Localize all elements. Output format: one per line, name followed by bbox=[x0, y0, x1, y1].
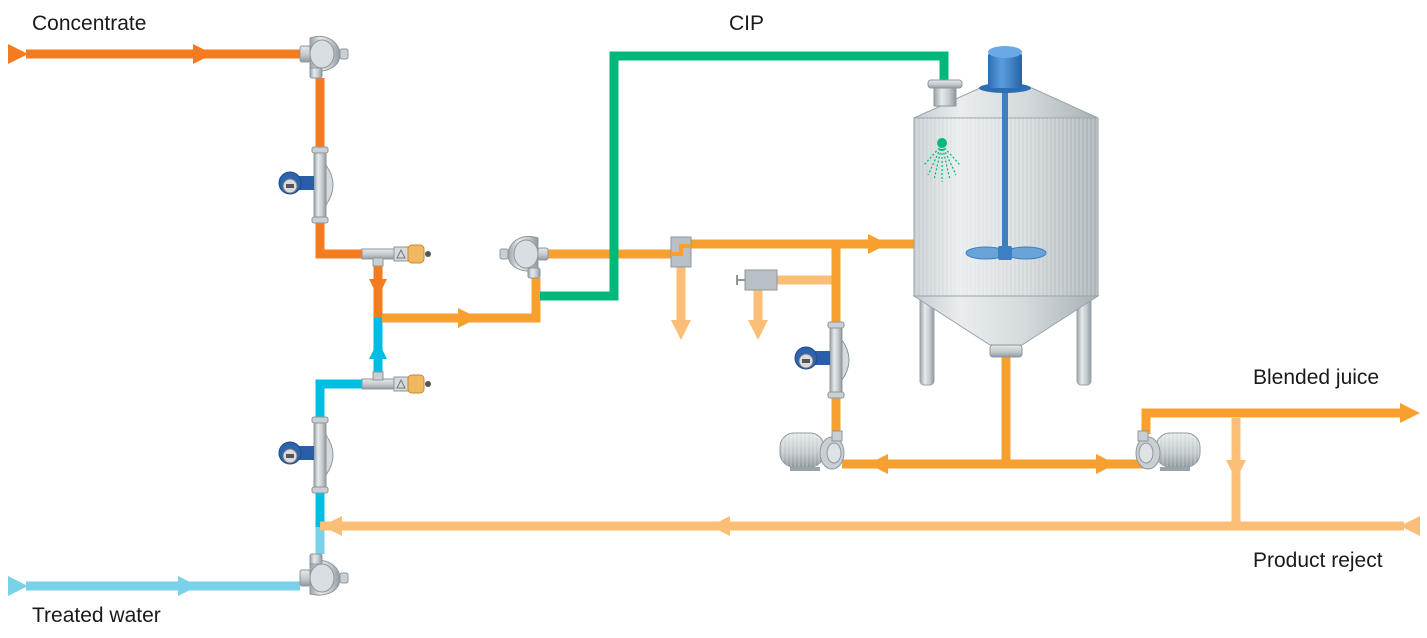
concentrate-down-arrow bbox=[369, 279, 387, 297]
discharge-flow-arrow bbox=[1096, 454, 1116, 474]
label-product-reject: Product reject bbox=[1253, 549, 1383, 572]
analyzer[interactable] bbox=[736, 269, 778, 291]
blend-pump[interactable] bbox=[499, 236, 549, 279]
concentrate-pump[interactable] bbox=[299, 36, 349, 79]
reject-merge-arrow bbox=[322, 516, 342, 536]
cip-pipe bbox=[540, 51, 949, 301]
water-up-arrow bbox=[369, 341, 387, 359]
label-treated-water: Treated water bbox=[32, 604, 161, 627]
arrows-layer bbox=[8, 44, 1420, 596]
water-inlet-arrow bbox=[8, 576, 28, 596]
sampling-block[interactable] bbox=[670, 236, 692, 268]
mix-pipe bbox=[382, 278, 541, 323]
discharge-pump[interactable] bbox=[1135, 430, 1201, 471]
reject-branch-arrow bbox=[1226, 460, 1246, 480]
concentrate-pipe-down-2 bbox=[315, 222, 362, 259]
water-pipe-up-2 bbox=[315, 379, 362, 418]
water-control-valve[interactable] bbox=[361, 371, 431, 394]
reject-flow-arrow bbox=[710, 516, 730, 536]
label-concentrate: Concentrate bbox=[32, 12, 147, 35]
water-pump[interactable] bbox=[299, 553, 349, 596]
agitator-motor[interactable] bbox=[979, 46, 1031, 252]
recirculation-pump[interactable] bbox=[779, 430, 845, 471]
pipes-layer bbox=[26, 49, 1404, 591]
blended-juice-pipe bbox=[1141, 408, 1404, 434]
analyzer-drain-arrow bbox=[748, 320, 768, 340]
blended-juice-arrow bbox=[1400, 403, 1420, 423]
concentrate-flow-arrow bbox=[193, 44, 213, 64]
tank-feed-pipe bbox=[691, 239, 949, 258]
water-flowmeter[interactable] bbox=[278, 416, 334, 494]
label-blended-juice: Blended juice bbox=[1253, 366, 1380, 389]
label-cip: CIP bbox=[729, 12, 765, 35]
concentrate-control-valve[interactable] bbox=[361, 244, 431, 267]
recirc-return-arrow bbox=[868, 454, 888, 474]
agitator-impeller bbox=[965, 246, 1047, 260]
cip-spray-ball bbox=[923, 138, 961, 182]
water-flow-arrow bbox=[178, 576, 198, 596]
concentrate-inlet-arrow bbox=[8, 44, 28, 64]
sample-drain-arrow bbox=[671, 320, 691, 340]
recirculation-flowmeter[interactable] bbox=[794, 321, 850, 399]
reject-inlet-arrow bbox=[1400, 516, 1420, 536]
mix-flow-arrow bbox=[458, 308, 478, 328]
concentrate-flowmeter[interactable] bbox=[278, 146, 334, 224]
tank-feed-arrow bbox=[868, 234, 888, 254]
